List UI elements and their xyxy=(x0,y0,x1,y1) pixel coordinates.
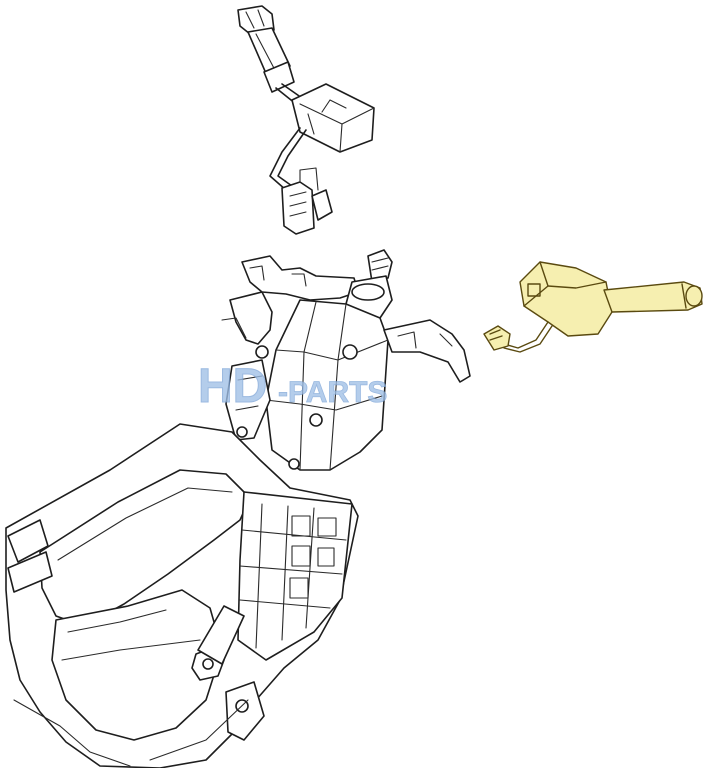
steering-column xyxy=(221,249,471,471)
watermark-parts-text: -PARTS xyxy=(278,376,387,409)
combination-switch-highlighted xyxy=(483,261,703,353)
lower-support-frame xyxy=(5,423,359,768)
hd-parts-watermark: HD -PARTS xyxy=(198,360,388,414)
watermark-hd-text: HD xyxy=(198,360,267,413)
wiring-harness xyxy=(237,5,375,235)
